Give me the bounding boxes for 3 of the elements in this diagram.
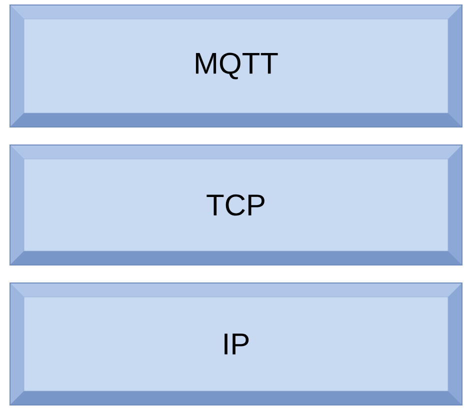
layer-box: TCP [10,144,462,266]
layer-box: IP [10,282,462,406]
layer-box: MQTT [10,4,462,128]
